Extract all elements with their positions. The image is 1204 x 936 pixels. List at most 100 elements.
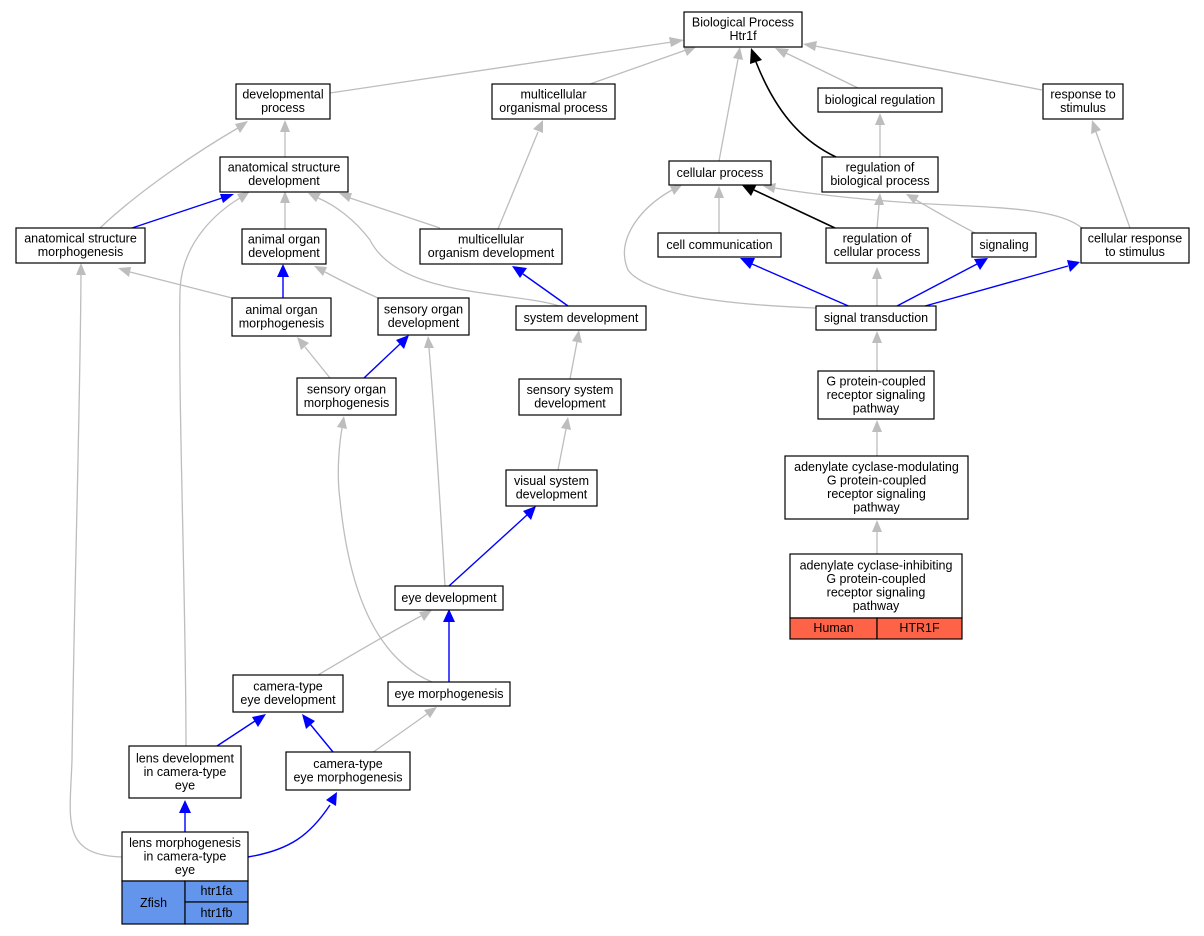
node-box[interactable] bbox=[821, 156, 939, 193]
node-label-line: morphogenesis bbox=[239, 317, 324, 331]
node-box[interactable] bbox=[241, 228, 327, 265]
arrowhead bbox=[872, 520, 882, 532]
node-label-line: stimulus bbox=[1060, 101, 1106, 115]
go-term-node-sysd[interactable]: system development bbox=[515, 305, 647, 331]
arrowhead bbox=[297, 337, 309, 350]
arrowhead bbox=[339, 193, 352, 202]
edge-rbp-bp bbox=[755, 61, 837, 158]
node-box[interactable] bbox=[505, 469, 598, 507]
node-box[interactable] bbox=[387, 681, 511, 707]
node-box[interactable] bbox=[15, 227, 146, 264]
go-term-node-cp[interactable]: cellular process bbox=[668, 160, 772, 186]
go-term-node-eyed[interactable]: eye development bbox=[394, 585, 504, 611]
edge-lensm-asm bbox=[69, 274, 123, 858]
human-species-label: Human bbox=[813, 621, 853, 635]
node-box[interactable] bbox=[825, 227, 929, 264]
node-label-line: camera-type bbox=[313, 757, 383, 771]
node-label-line: eye bbox=[175, 778, 195, 792]
node-label-line: lens morphogenesis bbox=[129, 836, 241, 850]
arrowhead bbox=[670, 185, 682, 195]
node-label-line: regulation of bbox=[846, 161, 915, 175]
node-box[interactable] bbox=[815, 305, 937, 331]
node-label-line: G protein-coupled bbox=[827, 474, 926, 488]
node-box[interactable] bbox=[1042, 83, 1124, 120]
node-box[interactable] bbox=[668, 160, 772, 186]
node-box[interactable] bbox=[419, 228, 563, 265]
node-label-line: adenylate cyclase-modulating bbox=[794, 460, 959, 474]
arrowhead bbox=[337, 416, 347, 429]
node-label-line: Biological Process bbox=[692, 16, 794, 30]
edge-asm-dev bbox=[99, 127, 239, 229]
arrowhead bbox=[424, 336, 434, 348]
node-box[interactable] bbox=[296, 377, 397, 416]
zfish-gene-cell-htr1fb[interactable] bbox=[184, 901, 249, 925]
node-box[interactable] bbox=[1080, 227, 1190, 264]
node-box[interactable] bbox=[394, 585, 504, 611]
node-box[interactable] bbox=[683, 11, 803, 48]
edge-mop-bp bbox=[589, 49, 687, 85]
edge-lens-asd bbox=[179, 197, 241, 747]
node-box[interactable] bbox=[235, 83, 331, 120]
node-box[interactable] bbox=[515, 305, 647, 331]
go-term-node-st[interactable]: signal transduction bbox=[815, 305, 937, 331]
arrowhead bbox=[872, 331, 882, 343]
node-label-line: eye development bbox=[240, 693, 336, 707]
node-box[interactable] bbox=[285, 751, 411, 791]
go-term-node-eyem[interactable]: eye morphogenesis bbox=[387, 681, 511, 707]
node-label-line: pathway bbox=[853, 599, 900, 613]
node-label-line: biological process bbox=[830, 174, 929, 188]
go-term-node-sig[interactable]: signaling bbox=[971, 232, 1037, 258]
zfish-annotation: Zfish htr1fa htr1fb bbox=[121, 880, 249, 925]
node-box[interactable] bbox=[232, 674, 344, 713]
node-box[interactable] bbox=[128, 745, 242, 799]
node-label-line: visual system bbox=[514, 474, 589, 488]
node-label-line: biological regulation bbox=[825, 93, 936, 107]
node-box[interactable] bbox=[657, 232, 782, 258]
arrowhead bbox=[1067, 260, 1080, 272]
go-term-node-cc[interactable]: cell communication bbox=[657, 232, 782, 258]
node-box[interactable] bbox=[219, 156, 349, 193]
node-box[interactable] bbox=[817, 370, 935, 420]
node-label-line: sensory system bbox=[527, 383, 614, 397]
node-label-line: development bbox=[248, 246, 320, 260]
zfish-species-cell[interactable] bbox=[121, 880, 186, 925]
node-label-line: G protein-coupled bbox=[826, 572, 925, 586]
node-box[interactable] bbox=[971, 232, 1037, 258]
go-term-node-breg[interactable]: biological regulation bbox=[817, 87, 943, 113]
node-box[interactable] bbox=[231, 297, 332, 337]
node-box[interactable] bbox=[518, 378, 622, 416]
node-label-line: cellular process bbox=[834, 245, 921, 259]
node-box[interactable] bbox=[491, 83, 616, 120]
human-gene-cell[interactable] bbox=[876, 617, 963, 640]
node-box[interactable] bbox=[784, 455, 969, 520]
node-box[interactable] bbox=[817, 87, 943, 113]
node-box[interactable] bbox=[377, 297, 470, 336]
node-label-line: signal transduction bbox=[824, 311, 928, 325]
node-box[interactable] bbox=[121, 831, 249, 882]
node-box[interactable] bbox=[789, 553, 963, 619]
edge-st-sig bbox=[896, 263, 978, 307]
